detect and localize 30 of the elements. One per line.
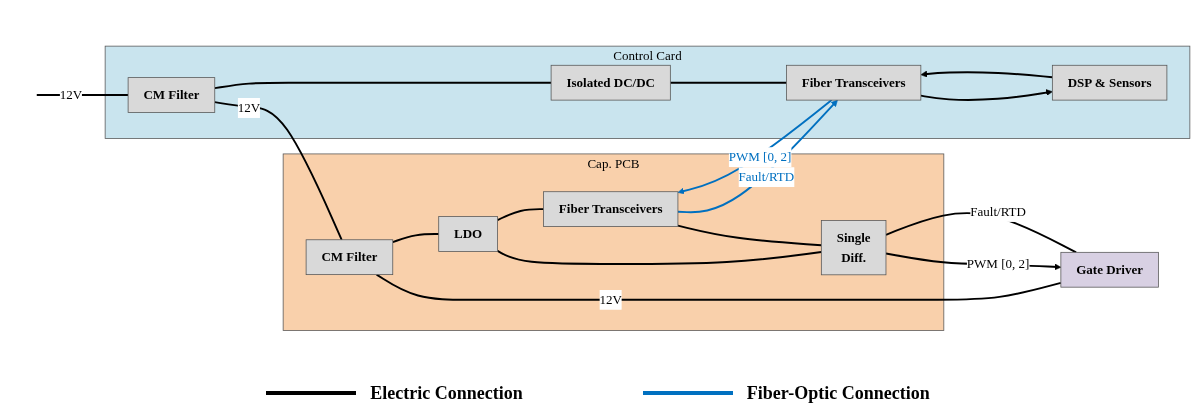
node-box: DSP & Sensors bbox=[1051, 64, 1168, 101]
node-box: Isolated DC/DC bbox=[550, 64, 671, 101]
edge-label: Fault/RTD bbox=[970, 203, 1026, 219]
edge-label: 12V bbox=[599, 291, 622, 307]
connector bbox=[213, 100, 343, 241]
edge-label: PWM [0, 2] bbox=[966, 256, 1030, 271]
node-box: Gate Driver bbox=[1060, 251, 1159, 288]
connector bbox=[35, 93, 130, 96]
connector bbox=[496, 207, 545, 221]
connector bbox=[496, 249, 823, 265]
connector bbox=[391, 232, 440, 243]
connector bbox=[676, 224, 823, 246]
node-box: Single Diff. bbox=[820, 219, 887, 275]
edge-label: 12V bbox=[237, 99, 261, 115]
legend-text: Fiber-Optic Connection bbox=[746, 382, 930, 404]
node-box: CM Filter bbox=[127, 76, 216, 113]
connector bbox=[375, 273, 1062, 301]
edge-label: 12V bbox=[59, 87, 83, 102]
node-box: Fiber Transceivers bbox=[786, 64, 922, 101]
edge-label: Fault/RTD bbox=[738, 169, 795, 184]
edge-label: PWM [0, 2] bbox=[728, 149, 792, 164]
node-box: Fiber Transceivers bbox=[543, 191, 679, 227]
node-box: LDO bbox=[438, 215, 498, 252]
arrow bbox=[919, 88, 1053, 101]
arrow bbox=[920, 70, 1054, 78]
node-box: CM Filter bbox=[305, 239, 394, 275]
connector bbox=[213, 81, 553, 89]
legend-text: Electric Connection bbox=[370, 382, 523, 404]
connector bbox=[669, 81, 788, 84]
arrow bbox=[677, 98, 833, 194]
